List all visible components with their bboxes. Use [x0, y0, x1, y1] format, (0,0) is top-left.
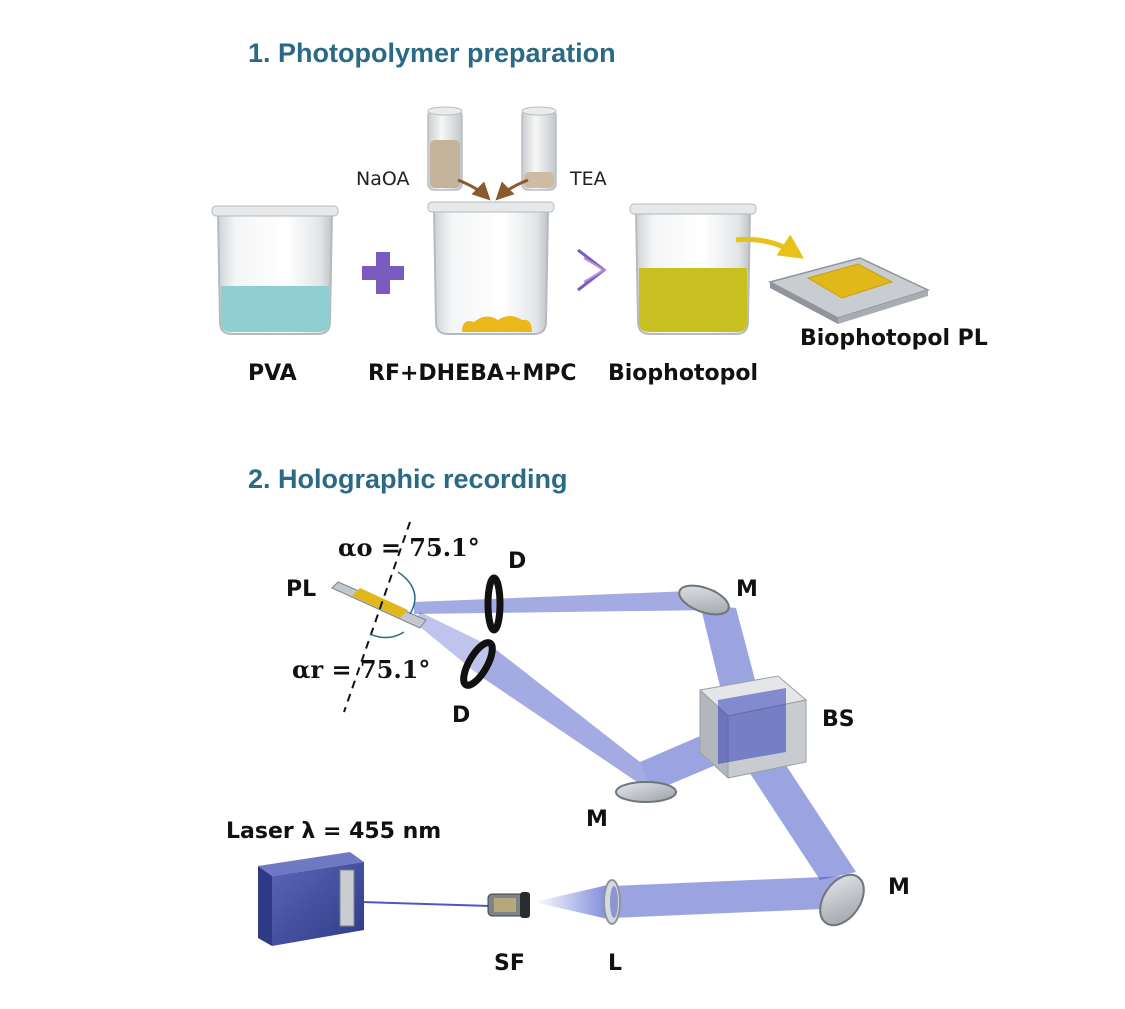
- diaphragm-top: [484, 574, 504, 634]
- mirror-right: [819, 873, 865, 927]
- bs-label: BS: [822, 707, 855, 732]
- beam-splitter: [698, 675, 808, 780]
- yellow-arrow: [735, 234, 805, 259]
- laser-box: [258, 852, 364, 946]
- biophotopol-pl-plate: [767, 257, 931, 324]
- mix-beaker: [427, 201, 555, 335]
- laser-label: Laser λ = 455 nm: [226, 819, 441, 844]
- biophotopol-label: Biophotopol: [608, 361, 758, 386]
- alpha-o-label: αo = 75.1°: [338, 533, 480, 562]
- pl-plate: [331, 581, 427, 629]
- section1-title: 1. Photopolymer preparation: [248, 38, 616, 68]
- tea-arrow: [495, 178, 529, 201]
- tea-test-tube: [521, 106, 557, 191]
- tea-label: TEA: [569, 168, 607, 190]
- normal-dashed-line: [343, 521, 411, 713]
- beam-cone: [534, 884, 612, 920]
- diaphragm-bottom: [460, 639, 496, 689]
- pva-label: PVA: [248, 361, 297, 386]
- m-right-label: M: [888, 875, 910, 900]
- m-top-label: M: [736, 577, 758, 602]
- mix-label: RF+DHEBA+MPC: [368, 361, 577, 386]
- mirror-top: [678, 584, 730, 616]
- biophotopol-beaker: [629, 203, 757, 335]
- l-label: L: [608, 951, 622, 976]
- spatial-filter: [487, 892, 530, 918]
- double-chevron-icon: [577, 248, 607, 292]
- alpha-r-label: αr = 75.1°: [292, 655, 430, 684]
- d-bottom-label: D: [452, 703, 470, 728]
- angle-arc-object: [397, 571, 416, 615]
- angle-arc-reference: [369, 631, 405, 639]
- biophotopol-pl-label: Biophotopol PL: [800, 326, 988, 351]
- mirror-middle: [615, 781, 677, 803]
- d-top-label: D: [508, 549, 526, 574]
- naoa-arrow: [457, 178, 491, 201]
- laser-output-beam: [361, 901, 491, 907]
- pl-label: PL: [286, 577, 316, 602]
- pva-beaker: [211, 205, 339, 335]
- naoa-test-tube: [427, 106, 463, 191]
- lens: [603, 879, 621, 925]
- m-middle-label: M: [586, 807, 608, 832]
- section2-title: 2. Holographic recording: [248, 464, 568, 494]
- naoa-label: NaOA: [356, 168, 409, 190]
- sf-label: SF: [494, 951, 525, 976]
- plus-icon: [362, 252, 404, 294]
